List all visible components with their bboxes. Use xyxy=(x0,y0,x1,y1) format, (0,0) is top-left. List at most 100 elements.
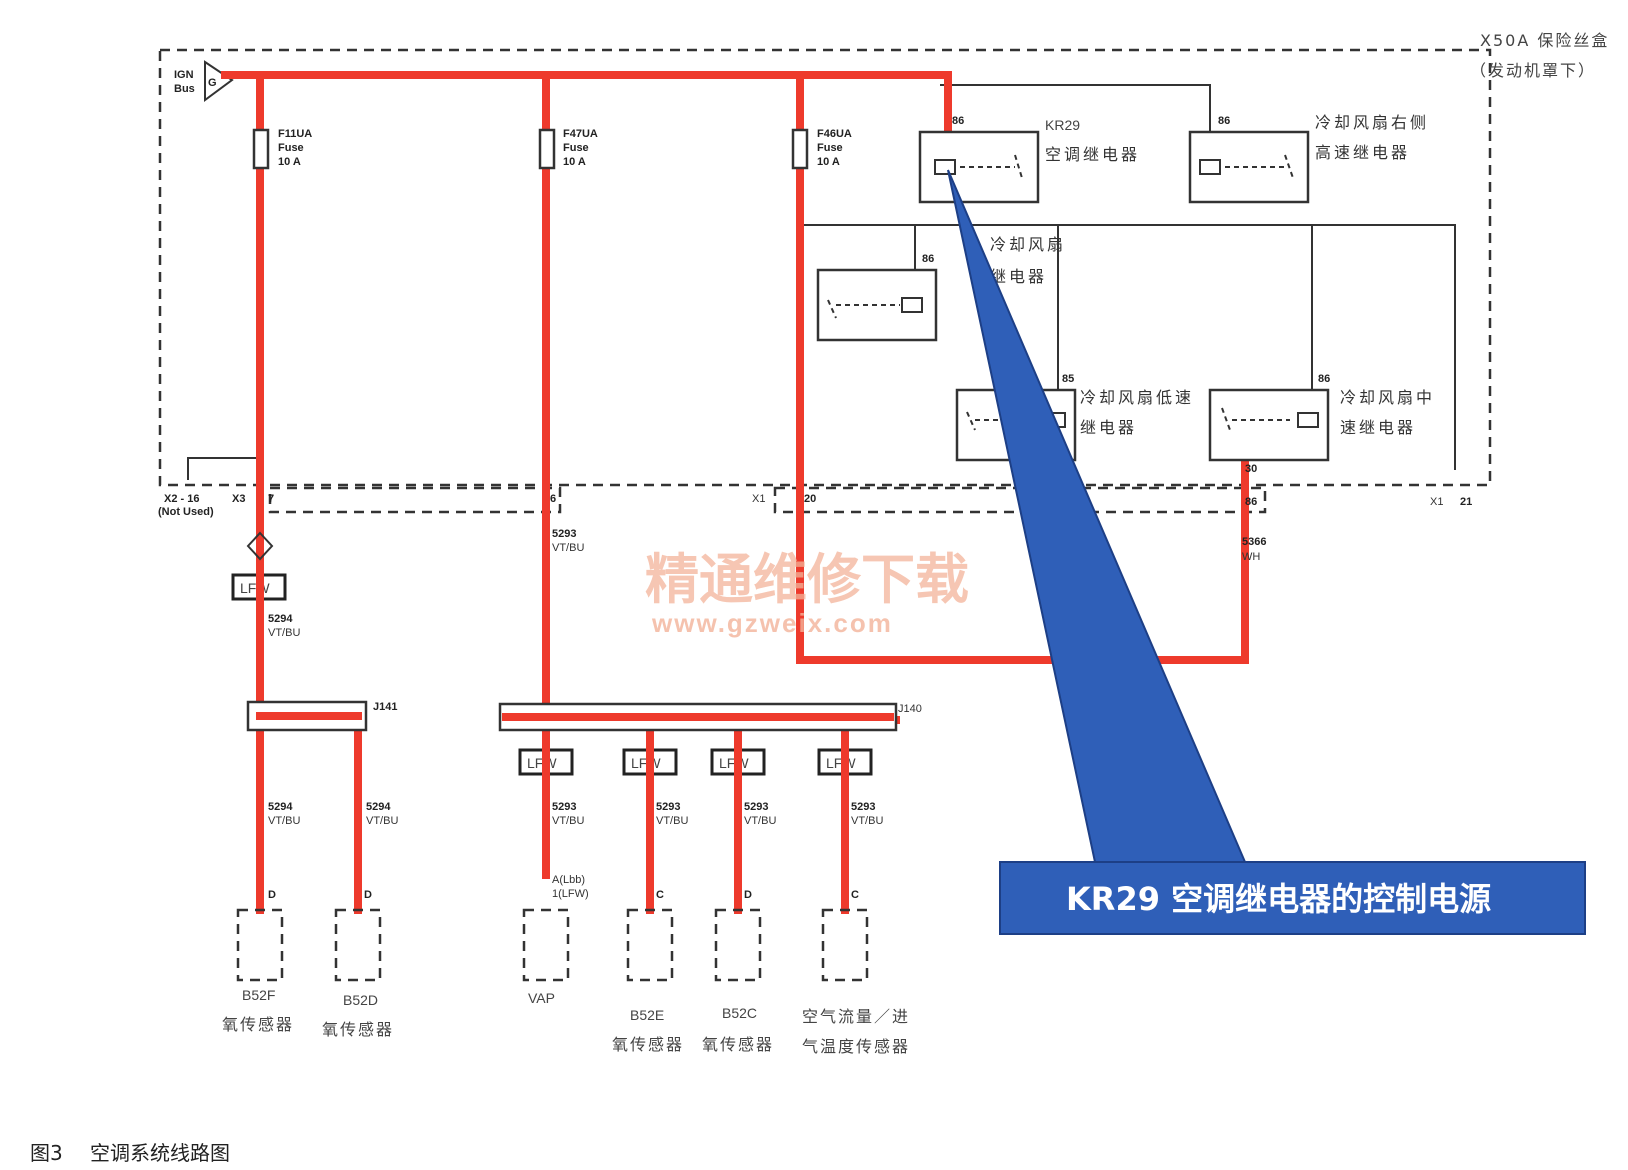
relay-fan-contact-icon xyxy=(827,299,900,319)
wire-5294-top: 5294 xyxy=(268,613,293,625)
sensor-b52f xyxy=(236,908,284,982)
caption-fig-no: 图3 xyxy=(30,1141,63,1165)
caption-title: 空调系统线路图 xyxy=(90,1141,230,1165)
fuse-f11ua xyxy=(252,128,270,170)
conn-x3-pin: 7 xyxy=(268,493,274,505)
lfw-tag-left-text: LFW xyxy=(240,580,270,596)
sensor-b52e-name: B52E xyxy=(630,1007,664,1023)
branch-b52e-color: VT/BU xyxy=(656,815,688,827)
sensor-maf-desc: 气温度传感器 xyxy=(802,1037,910,1056)
sensor-b52d xyxy=(334,908,382,982)
callout-pointer xyxy=(947,169,1247,863)
branch-b52d-wire: 5294 xyxy=(366,801,391,813)
bus-letter: G xyxy=(208,77,217,89)
relay-right-high-line2: 高速继电器 xyxy=(1315,143,1410,162)
connector-strip-x1 xyxy=(773,486,1267,514)
branch-b52c-pin: D xyxy=(744,889,752,901)
wire-5294-top-color: VT/BU xyxy=(268,627,300,639)
branch-maf-color: VT/BU xyxy=(851,815,883,827)
splice-j141-label: J141 xyxy=(373,701,397,713)
relay-mid-line2: 速继电器 xyxy=(1340,418,1416,437)
relay-kr29-pin: 86 xyxy=(952,115,964,127)
branch-maf-pin: C xyxy=(851,889,859,901)
fuse-f11ua-name: F11UA xyxy=(278,128,312,140)
relay-kr29-coil-icon xyxy=(934,159,956,175)
relay-mid-contact-icon xyxy=(1221,407,1290,431)
relay-right-high xyxy=(1188,130,1310,204)
branch-b52c-color: VT/BU xyxy=(744,815,776,827)
relay-low-pin: 85 xyxy=(1062,373,1074,385)
wire-x2-notused xyxy=(187,457,258,480)
watermark-line2: www.gzweix.com xyxy=(651,608,893,638)
sensor-b52e xyxy=(626,908,674,982)
fuse-f46ua xyxy=(791,128,809,170)
fuse-f47ua-rating: 10 A xyxy=(563,156,586,168)
fuse-box-title: X50A 保险丝盒 xyxy=(1480,31,1609,50)
sensor-b52f-desc: 氧传感器 xyxy=(222,1015,294,1034)
relay-fan-line2: 继电器 xyxy=(990,267,1047,286)
sensor-maf-name: 空气流量／进 xyxy=(802,1007,910,1026)
fuse-f46ua-name: F46UA xyxy=(817,128,852,140)
branch-b52d-color: VT/BU xyxy=(366,815,398,827)
conn-x2-note: (Not Used) xyxy=(158,506,214,518)
diamond-splice-icon xyxy=(246,531,274,561)
fuse-f47ua-type: Fuse xyxy=(563,142,589,154)
branch-b52f-color: VT/BU xyxy=(268,815,300,827)
branch-b52f-pin: D xyxy=(268,889,276,901)
branch-maf-wire: 5293 xyxy=(851,801,875,813)
relay-mid-pin: 86 xyxy=(1318,373,1330,385)
conn-x1-right-label: X1 xyxy=(1430,496,1443,508)
bus-label-ign: IGN xyxy=(174,69,194,81)
sensor-b52e-desc: 氧传感器 xyxy=(612,1035,684,1054)
connector-strip xyxy=(268,486,562,514)
relay-fan-pin: 86 xyxy=(922,253,934,265)
fuse-f11ua-type: Fuse xyxy=(278,142,304,154)
relay-mid xyxy=(1208,388,1330,462)
sensor-vap-name: VAP xyxy=(528,990,555,1006)
relay-low-line2: 继电器 xyxy=(1080,418,1137,437)
conn-pin-20: 20 xyxy=(804,493,816,505)
branch-vap-wire: 5293 xyxy=(552,801,576,813)
wire-5293-top-color: VT/BU xyxy=(552,542,584,554)
relay-low-line1: 冷却风扇低速 xyxy=(1080,388,1194,407)
bus-triangle-icon xyxy=(204,60,234,102)
branch-vap-color: VT/BU xyxy=(552,815,584,827)
branch-b52c-wire: 5293 xyxy=(744,801,768,813)
callout-text: KR29 空调继电器的控制电源 xyxy=(1066,880,1491,918)
branch-vap-pin2: 1(LFW) xyxy=(552,888,589,900)
wire-kr29-to-right-relay xyxy=(940,84,1211,132)
relay-fan-coil-icon xyxy=(901,297,923,313)
relay-right-high-coil-icon xyxy=(1199,159,1221,175)
relay-kr29-desc: 空调继电器 xyxy=(1045,145,1140,164)
fuse-f46ua-type: Fuse xyxy=(817,142,843,154)
fuse-box-boundary xyxy=(158,48,1492,487)
sensor-b52f-name: B52F xyxy=(242,987,275,1003)
red-drop-f46ua xyxy=(796,71,1249,664)
conn-pin-21: 21 xyxy=(1460,496,1472,508)
sensor-maf xyxy=(821,908,869,982)
conn-pin-6: 6 xyxy=(550,493,556,505)
conn-x2-label: X2 - 16 xyxy=(164,493,199,505)
conn-x3-label: X3 xyxy=(232,493,245,505)
sensor-b52d-desc: 氧传感器 xyxy=(322,1020,394,1039)
branch-b52d-pin: D xyxy=(364,889,372,901)
sensor-b52c-name: B52C xyxy=(722,1005,757,1021)
relay-right-high-line1: 冷却风扇右侧 xyxy=(1315,113,1429,132)
branch-b52f-wire: 5294 xyxy=(268,801,293,813)
fuse-box-subtitle: （发动机罩下） xyxy=(1470,61,1596,80)
relay-fan-line1: 冷却风扇 xyxy=(990,235,1066,254)
relay-kr29-contact-icon xyxy=(960,154,1023,179)
relay-mid-line1: 冷却风扇中 xyxy=(1340,388,1435,407)
wire-relay-feed-bus xyxy=(800,224,1456,470)
fuse-f46ua-rating: 10 A xyxy=(817,156,840,168)
sensor-b52c xyxy=(714,908,762,982)
splice-j140-label: J140 xyxy=(898,703,922,715)
relay-mid-pin-bottom: 30 xyxy=(1245,463,1257,475)
fuse-f11ua-rating: 10 A xyxy=(278,156,301,168)
branch-b52e-wire: 5293 xyxy=(656,801,680,813)
sensor-b52c-desc: 氧传感器 xyxy=(702,1035,774,1054)
wire-5293-top: 5293 xyxy=(552,528,576,540)
branch-b52e-pin: C xyxy=(656,889,664,901)
sensor-vap xyxy=(522,908,570,982)
